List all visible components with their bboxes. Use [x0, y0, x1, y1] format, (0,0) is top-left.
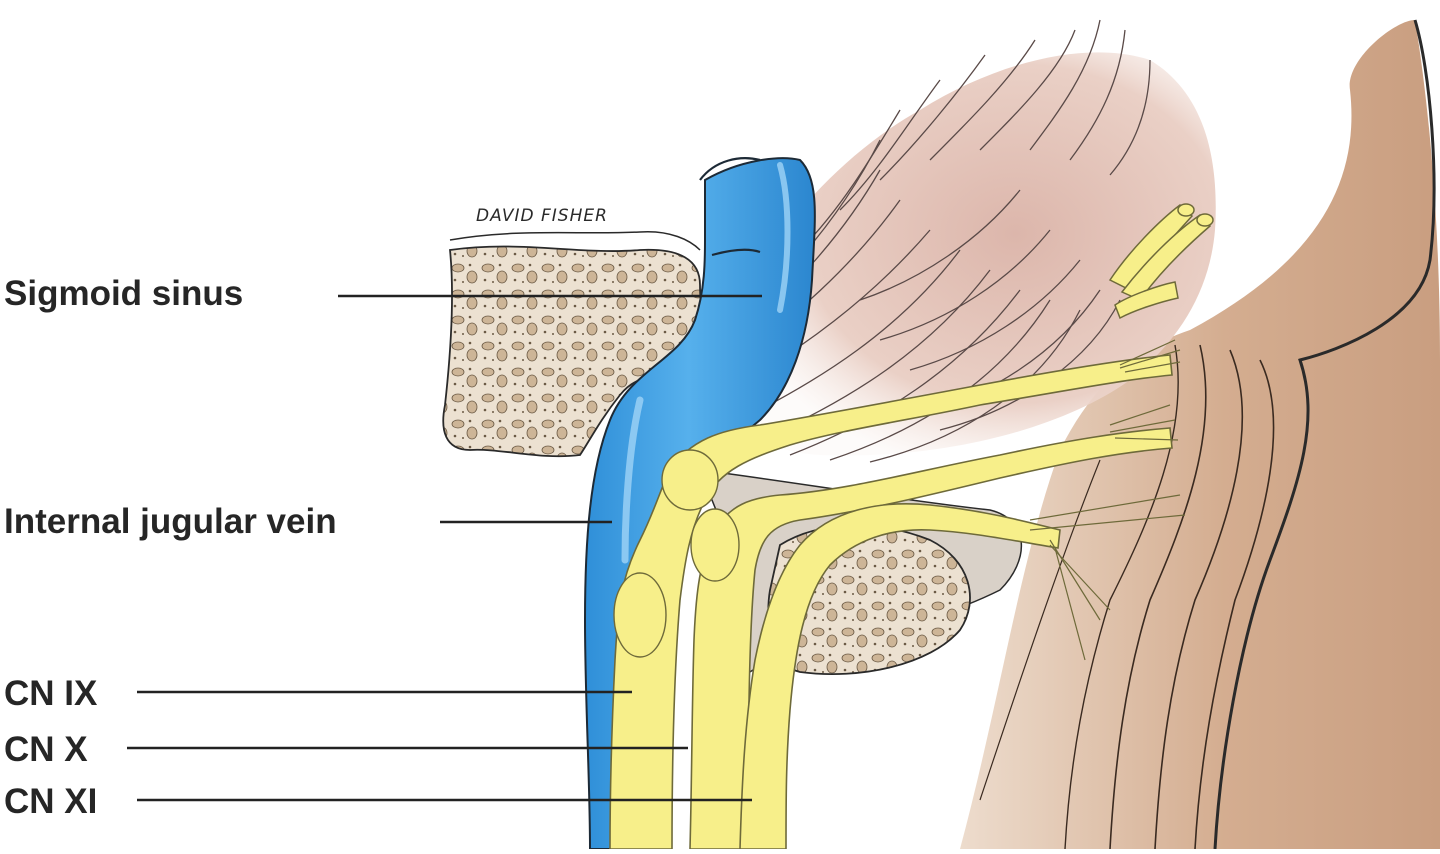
cerebellum: [715, 52, 1216, 456]
label-sigmoid-sinus: Sigmoid sinus: [4, 274, 244, 313]
label-cn-x: CN X: [4, 730, 88, 769]
artist-signature: DAVID FISHER: [476, 206, 608, 226]
leader-lines: [127, 294, 762, 802]
label-cn-xi: CN XI: [4, 782, 98, 821]
cn-xi-nerve: [739, 502, 1061, 850]
label-internal-jugular-vein: Internal jugular vein: [4, 502, 337, 541]
petrous-bone: [442, 245, 704, 458]
cn-x-nerve: [689, 427, 1173, 850]
upper-nerve-bundle: [1108, 203, 1214, 320]
label-cn-ix: CN IX: [4, 674, 98, 713]
